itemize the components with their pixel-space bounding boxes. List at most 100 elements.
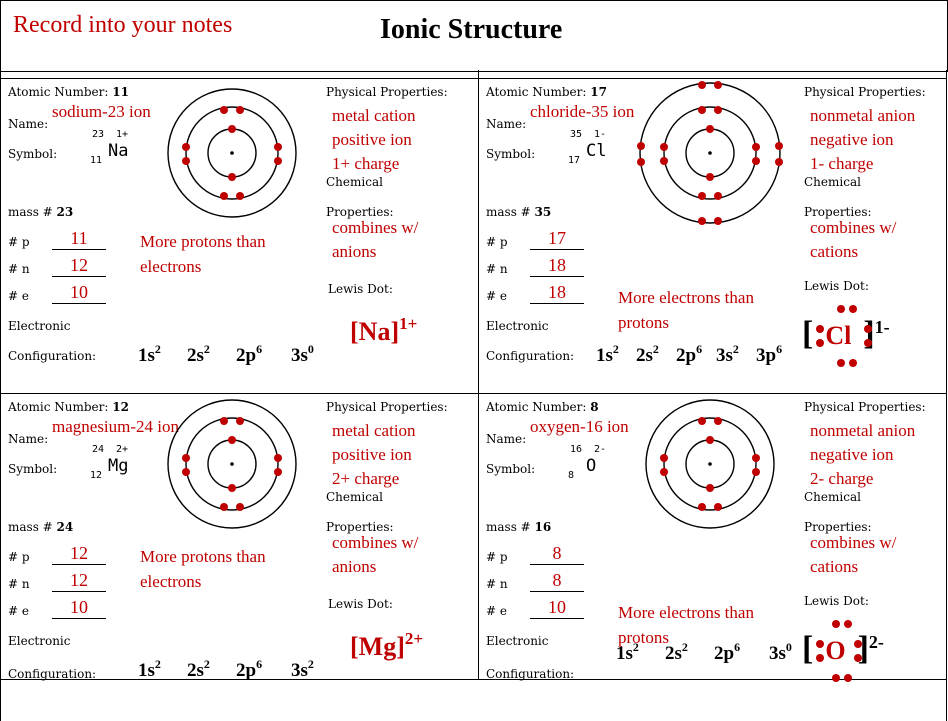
count-label-n: # n [486,262,508,276]
config-electrons: 2 [154,342,161,356]
config-electrons: 6 [256,342,263,356]
lewis-structure: [Cl]1- [802,315,890,353]
electron-dot [228,484,236,492]
electron-dot [637,158,645,166]
physical-property-2: 1- charge [810,154,874,173]
atomic-number-caption: Atomic Number: [8,85,109,99]
chemical-label: Chemical [804,175,861,189]
atomic-number-label: Atomic Number: 11 [8,85,129,99]
bohr-model [167,88,297,218]
count-value-e: 10 [70,597,88,617]
electron-dot [182,454,190,462]
lewis-symbol: Na [358,317,391,346]
count-value-e: 10 [548,597,566,617]
name-label: Name: [8,432,49,446]
count-label-n: # n [8,577,30,591]
symbol-label: Symbol: [8,462,58,476]
config-term: 2s2 [187,343,210,367]
count-underline-p [530,564,584,565]
count-value-n: 18 [548,255,566,275]
config-electrons: 2 [307,657,314,671]
chemical-property-0: combines w/ [332,533,419,552]
physical-property-0: metal cation [332,421,416,440]
count-underline-n [52,591,106,592]
lewis-dot-label: Lewis Dot: [804,594,869,608]
electron-dot [752,157,760,165]
atomic-number-value: 11 [112,85,129,99]
atomic-number-caption: Atomic Number: [8,400,109,414]
bohr-model [637,81,783,225]
grid-row-1-bottom [0,393,947,394]
electron-dot [714,217,722,225]
electron-shell-2 [663,106,757,200]
lewis-electron-dot [837,359,845,367]
config-orbital: 1s [616,643,633,664]
properties-label: Properties: [326,205,394,219]
config-orbital: 2p [676,345,697,366]
electron-dot [182,157,190,165]
element-symbol: Mg [108,456,129,476]
config-electrons: 2 [732,342,739,356]
lewis-charge: 2+ [404,629,424,648]
config-electrons: 0 [307,342,314,356]
config-electrons: 2 [652,342,659,356]
page-title: Ionic Structure [380,14,563,45]
configuration-label: Configuration: [486,667,575,681]
symbol-label: Symbol: [486,147,536,161]
config-term: 3s0 [291,342,314,367]
count-underline-n [530,276,584,277]
electron-dot [714,503,722,511]
count-label-e: # e [8,289,29,303]
count-underline-p [530,249,584,250]
lewis-electron-dot [816,640,824,648]
ion-name: oxygen-16 ion [530,417,629,436]
properties-label: Properties: [326,520,394,534]
mass-number-label: mass # 24 [8,520,73,534]
physical-properties-label: Physical Properties: [804,85,926,99]
atomic-subscript: 17 [568,155,581,166]
electron-dot [698,417,706,425]
mass-superscript: 23 [92,129,105,140]
electron-shell-2 [185,106,279,200]
atomic-subscript: 12 [90,470,103,481]
electron-dot [236,106,244,114]
count-underline-n [530,591,584,592]
chemical-property-1: anions [332,242,377,261]
count-value-p: 17 [548,228,566,248]
atomic-number-caption: Atomic Number: [486,400,587,414]
mass-caption: mass # [8,520,53,534]
properties-label: Properties: [804,205,872,219]
electron-dot [660,454,668,462]
electron-shell-3 [645,399,775,529]
config-term: 2p6 [236,342,263,367]
electron-dot [752,454,760,462]
mass-caption: mass # [8,205,53,219]
lewis-dot-label: Lewis Dot: [328,282,393,296]
chemical-property-0: combines w/ [332,218,419,237]
atomic-number-label: Atomic Number: 17 [486,85,607,99]
electron-shell-3 [167,88,297,218]
count-label-p: # p [8,550,30,564]
atomic-number-value: 8 [590,400,599,414]
comparison-note-1: More protons than [140,232,266,251]
config-orbital: 3s [716,345,733,366]
nucleus [230,151,234,155]
lewis-bracket-close: ] [863,315,875,352]
config-electrons: 6 [776,342,783,356]
lewis-electron-dot [864,325,872,333]
bohr-model [645,399,775,529]
mass-caption: mass # [486,205,531,219]
count-label-p: # p [486,550,508,564]
electron-dot [182,143,190,151]
configuration-label: Configuration: [8,349,97,363]
physical-property-0: nonmetal anion [810,106,916,125]
electron-dot [236,192,244,200]
config-electrons: 2 [612,342,619,356]
electron-shell-3 [639,82,781,224]
